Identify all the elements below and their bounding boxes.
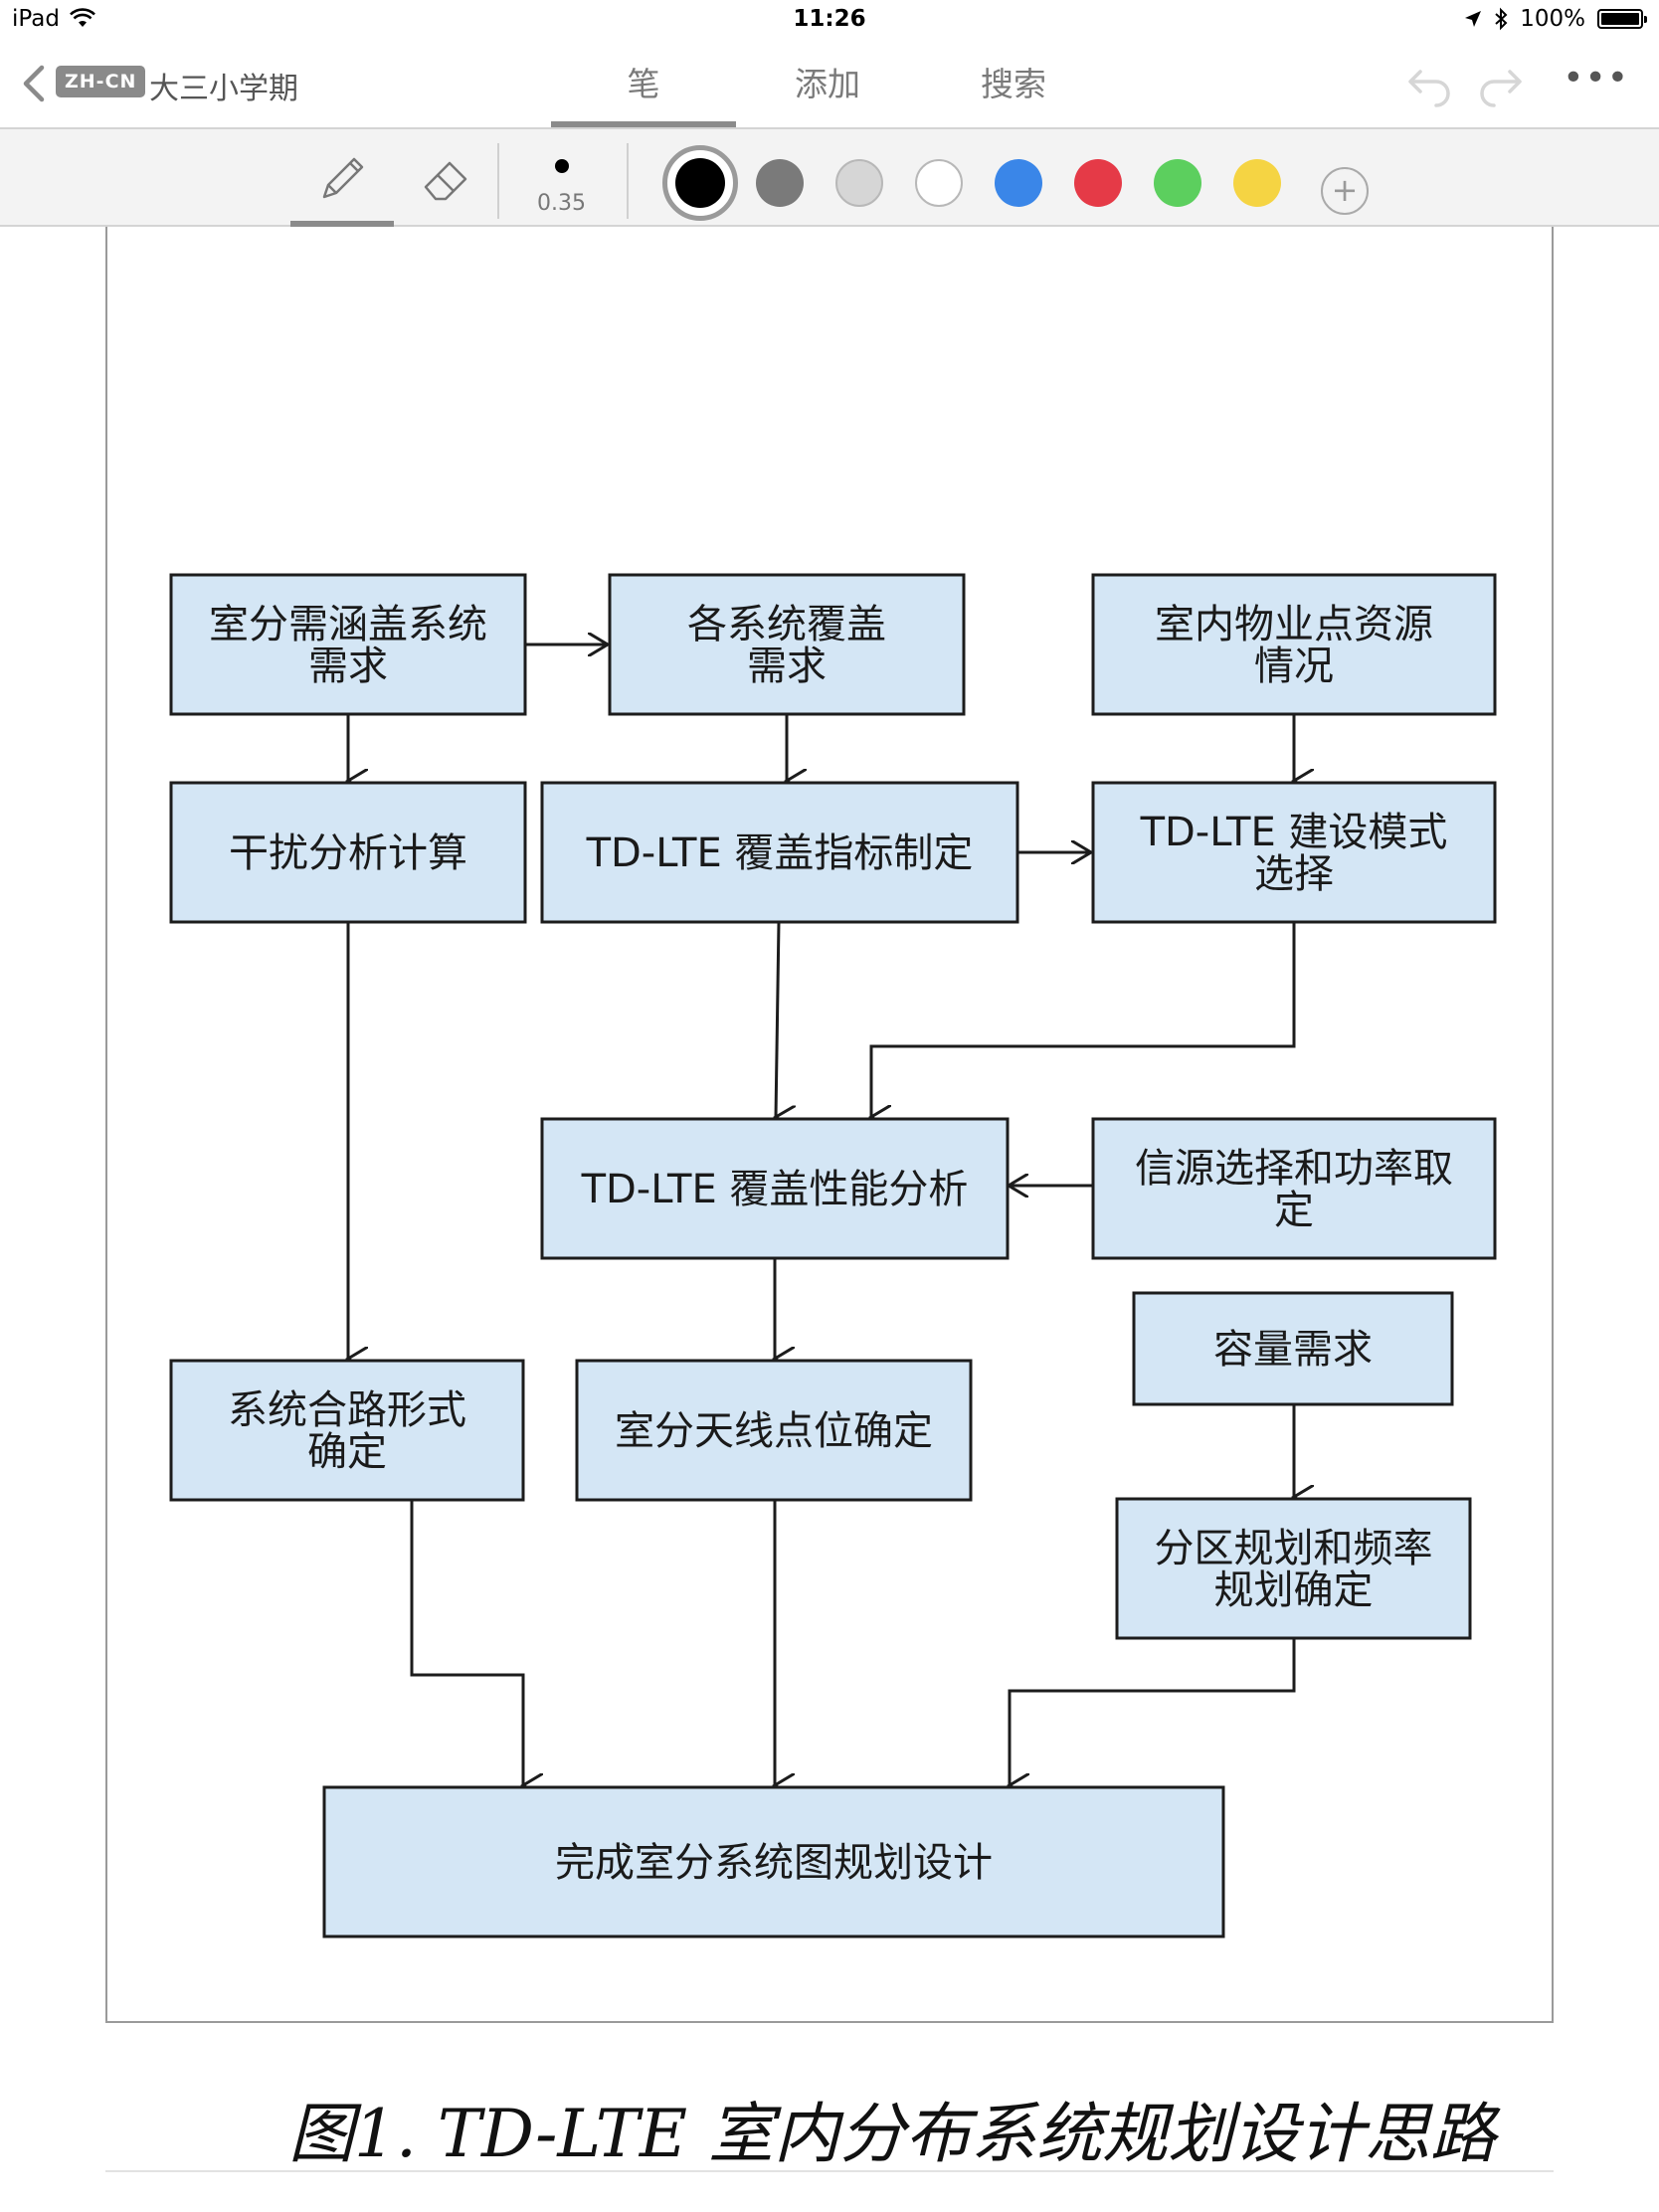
color-swatch-red[interactable] [1074, 159, 1122, 207]
flow-node-label: 干扰分析计算 [229, 830, 467, 876]
flow-node-label: 分区规划和频率 [1155, 1526, 1433, 1571]
flow-arrow-n6-to-n7 [871, 922, 1296, 1117]
flow-node-label: 确定 [307, 1429, 387, 1475]
more-options-icon[interactable]: ••• [1563, 58, 1629, 98]
flow-arrow-n5-to-n7 [776, 921, 779, 1117]
flow-node-label: 需求 [747, 644, 827, 689]
tab-pen[interactable]: 笔 [627, 65, 660, 103]
flow-node-box [1091, 1117, 1497, 1260]
flow-node-box [575, 1359, 973, 1502]
flow-node-label: 系统合路形式 [228, 1387, 466, 1433]
language-badge[interactable]: ZH-CN [56, 66, 146, 97]
flow-node-label: 信源选择和功率取 [1135, 1146, 1453, 1192]
tab-search[interactable]: 搜索 [981, 65, 1046, 103]
toolbar-divider [627, 143, 629, 219]
stroke-size-dot[interactable] [555, 159, 569, 173]
battery-percent: 100% [1520, 6, 1585, 32]
flow-node-label: 容量需求 [1213, 1327, 1373, 1373]
flow-node-box [169, 1359, 525, 1502]
back-chevron-icon[interactable] [16, 60, 56, 107]
color-swatch-black[interactable] [662, 145, 738, 221]
location-arrow-icon [1465, 11, 1482, 27]
flow-node-box [540, 781, 1019, 924]
tab-add[interactable]: 添加 [795, 65, 860, 103]
flow-node-label: 室分需涵盖系统 [209, 602, 487, 647]
wifi-icon [70, 8, 95, 27]
flow-node-box [1132, 1291, 1454, 1406]
color-swatch-green[interactable] [1154, 159, 1201, 207]
drawing-toolbar: 0.35 + [0, 127, 1659, 227]
flow-node-box [169, 573, 527, 716]
device-label: iPad [12, 6, 60, 32]
flow-node-box [322, 1785, 1225, 1938]
flow-node-label: 规划确定 [1214, 1567, 1374, 1613]
undo-icon[interactable] [1406, 62, 1456, 107]
flow-node-label: 选择 [1254, 851, 1334, 897]
status-right: 100% [1464, 6, 1647, 32]
flow-node-box [169, 781, 527, 924]
status-left: iPad [12, 6, 95, 32]
flow-node-n4: 干扰分析计算 [169, 781, 527, 924]
handwritten-caption: 图1. TD-LTE 室内分布系统规划设计思路 [288, 2096, 1501, 2172]
flow-node-label: TD-LTE 覆盖性能分析 [581, 1167, 969, 1212]
flow-node-n11: 容量需求 [1132, 1291, 1454, 1406]
flow-node-box [1091, 781, 1497, 924]
redo-icon[interactable] [1474, 62, 1524, 107]
flow-node-label: 室分天线点位确定 [615, 1408, 933, 1454]
selected-tool-indicator [290, 221, 394, 227]
eraser-icon[interactable] [416, 149, 475, 209]
flow-node-n13: 完成室分系统图规划设计 [322, 1785, 1225, 1938]
bluetooth-icon [1495, 7, 1508, 31]
selected-tab-indicator [551, 121, 736, 127]
notebook-title[interactable]: 大三小学期 [149, 72, 298, 106]
toolbar-divider [497, 143, 499, 219]
flow-arrow-n9-to-n13 [410, 1500, 523, 1785]
color-swatch-white[interactable] [915, 159, 963, 207]
flow-node-n7: TD-LTE 覆盖性能分析 [540, 1117, 1010, 1260]
flow-node-box [1091, 573, 1497, 716]
flow-node-box [608, 573, 966, 716]
page-separator [105, 2170, 1554, 2172]
battery-icon [1597, 9, 1647, 29]
flow-node-n10: 室分天线点位确定 [575, 1359, 973, 1502]
color-swatch-yellow[interactable] [1233, 159, 1281, 207]
pen-icon[interactable] [312, 149, 372, 209]
flow-node-label: 定 [1274, 1188, 1314, 1233]
status-bar: iPad 11:26 100% [0, 0, 1659, 40]
flow-node-label: 各系统覆盖 [687, 602, 886, 647]
flow-node-label: 需求 [308, 644, 388, 689]
color-swatch-dark-gray[interactable] [756, 159, 804, 207]
flow-node-box [1115, 1497, 1472, 1640]
flow-node-label: 情况 [1254, 644, 1334, 689]
flow-node-n5: TD-LTE 覆盖指标制定 [540, 781, 1019, 924]
handwritten-caption-text: 图1. TD-LTE 室内分布系统规划设计思路 [288, 2096, 1501, 2172]
flow-node-label: TD-LTE 覆盖指标制定 [586, 830, 974, 876]
flow-arrow-n12-to-n13 [1010, 1638, 1296, 1785]
flow-node-label: 完成室分系统图规划设计 [555, 1840, 993, 1886]
flow-node-label: 室内物业点资源 [1155, 602, 1433, 647]
flow-node-label: TD-LTE 建设模式 [1140, 810, 1448, 855]
stroke-size-value[interactable]: 0.35 [537, 191, 586, 216]
flow-node-box [540, 1117, 1010, 1260]
flowchart-edges [348, 645, 1294, 1785]
color-swatch-light-gray[interactable] [835, 159, 883, 207]
color-swatch-blue[interactable] [995, 159, 1042, 207]
add-color-button[interactable]: + [1321, 167, 1369, 215]
nav-bar: ZH-CN 大三小学期 笔 添加 搜索 ••• [0, 40, 1659, 127]
clock: 11:26 [793, 6, 866, 32]
